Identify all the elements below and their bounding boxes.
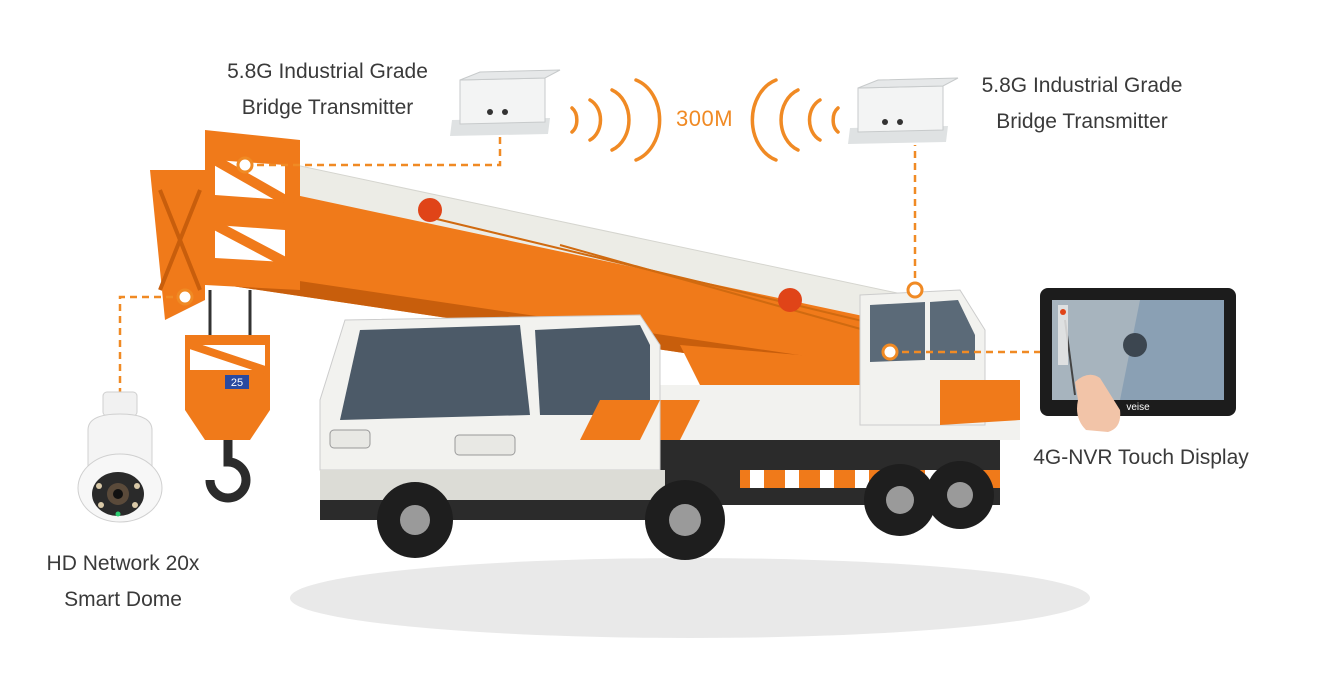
connector-dot-cab bbox=[881, 343, 899, 361]
label-transmitter-right-line1: 5.8G Industrial Grade bbox=[981, 74, 1183, 97]
ground-shadow bbox=[290, 558, 1090, 638]
label-transmitter-right-line2: Bridge Transmitter bbox=[996, 110, 1168, 133]
label-distance: 300M bbox=[676, 106, 734, 131]
hook-block: 25 bbox=[185, 290, 270, 503]
touch-display-device: veise bbox=[1040, 288, 1236, 432]
connector-dot-cab-top bbox=[906, 281, 924, 299]
connector-dome bbox=[118, 295, 185, 395]
signal-waves-icon-left bbox=[570, 78, 662, 162]
crane-boom bbox=[150, 130, 936, 385]
label-transmitter-left-line1: 5.8G Industrial Grade bbox=[227, 60, 428, 83]
label-transmitter-left: 5.8G Industrial Grade Bridge Transmitter bbox=[200, 54, 455, 126]
signal-waves-icon-right bbox=[750, 78, 840, 162]
label-dome: HD Network 20x Smart Dome bbox=[20, 546, 226, 618]
smart-dome-camera bbox=[77, 391, 163, 523]
truck-body bbox=[319, 289, 1020, 560]
label-dome-line1: HD Network 20x bbox=[46, 552, 200, 575]
label-dome-line2: Smart Dome bbox=[64, 588, 182, 611]
label-transmitter-left-line2: Bridge Transmitter bbox=[241, 96, 414, 119]
connector-dot-boom bbox=[236, 156, 254, 174]
label-display: 4G-NVR Touch Display bbox=[1033, 446, 1249, 469]
display-brand: veise bbox=[1126, 402, 1150, 413]
connector-left-transmitter bbox=[245, 135, 502, 167]
label-transmitter-right: 5.8G Industrial Grade Bridge Transmitter bbox=[952, 68, 1212, 140]
connector-dot-jib bbox=[176, 288, 194, 306]
crane-badge: 25 bbox=[231, 377, 243, 389]
transmitter-left-device bbox=[450, 69, 561, 136]
connector-dots bbox=[176, 156, 924, 361]
transmitter-right-device bbox=[848, 77, 959, 144]
connector-lines bbox=[118, 135, 1045, 395]
